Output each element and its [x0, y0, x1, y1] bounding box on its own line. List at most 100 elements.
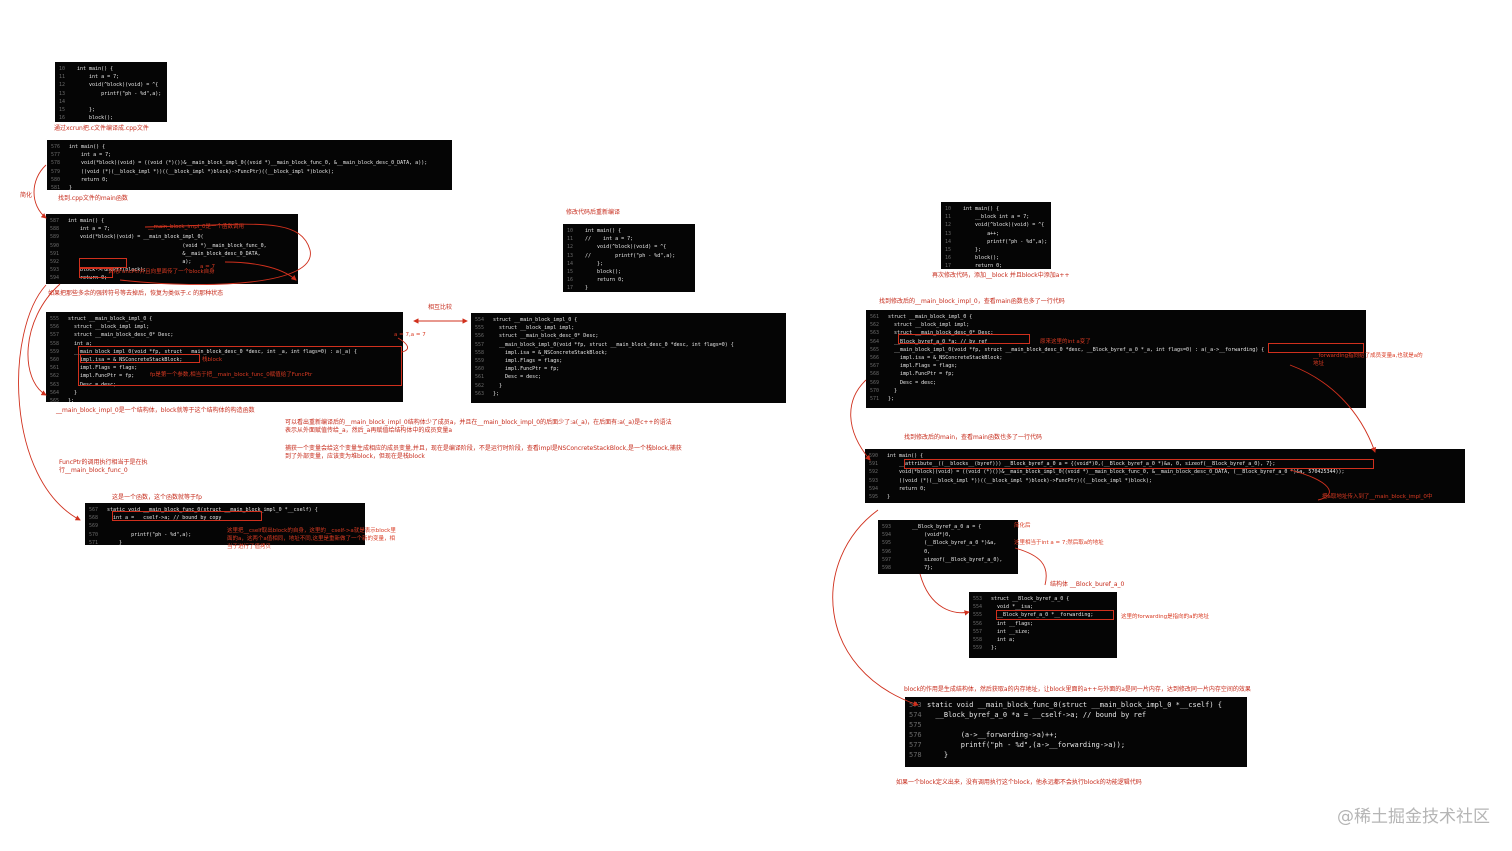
code-text: struct __block_impl impl; — [68, 324, 150, 331]
line-number: 17 — [567, 285, 574, 292]
code-line: 17} — [567, 284, 691, 292]
code-text: } — [107, 539, 123, 545]
code-line: 557 struct __main_block_desc_0* Desc; — [50, 331, 399, 339]
line-number: 563 — [50, 381, 60, 388]
annotation-int-a-changed: 原来这里的int a变了 — [1040, 339, 1091, 345]
code-text: void(^block)(void) = ^{ — [963, 222, 1045, 229]
line-number: 571 — [89, 539, 99, 545]
line-number: 13 — [945, 230, 952, 237]
caption-compare: 相互比较 — [428, 304, 453, 311]
line-number: 13 — [567, 252, 574, 259]
code-text: return 0; — [69, 176, 109, 183]
code-line: 557 __main_block_impl_0(void *fp, struct… — [475, 341, 782, 349]
code-line: 570 } — [870, 387, 1362, 395]
annotation-simplified: 简化后 — [1014, 523, 1031, 529]
line-number: 11 — [567, 236, 574, 243]
code-text: int main() { — [77, 66, 114, 72]
line-number: 560 — [475, 366, 485, 373]
caption-find-modified-impl: 找到修改后的__main_block_impl_0，查看main函数也多了一行代… — [879, 298, 1065, 305]
code-line: 571 } — [89, 539, 361, 545]
line-number: 556 — [973, 620, 983, 627]
line-number: 591 — [50, 250, 60, 257]
line-number: 557 — [50, 332, 60, 339]
code-text: 7}; — [900, 564, 934, 571]
line-number: 565 — [50, 397, 60, 402]
code-text: struct __main_block_desc_0* Desc; — [68, 332, 174, 339]
line-number: 595 — [50, 283, 68, 285]
line-number: 553 — [973, 596, 983, 602]
code-text: (void *)__main_block_func_0, — [68, 242, 267, 249]
line-number: 593 — [882, 524, 892, 530]
code-line: 564 } — [50, 389, 399, 397]
code-line: 568 impl.FuncPtr = fp; — [870, 370, 1362, 378]
line-number: 598 — [882, 564, 892, 571]
code-text: &__main_block_desc_0_DATA, — [68, 250, 261, 257]
caption-never-executes: 如果一个block定义出来，没有调用执行这个block，他永远都不会执行bloc… — [896, 779, 1142, 786]
code-text: printf("ph - %d",a); — [107, 531, 192, 538]
code-text: impl.Flags = flags; — [493, 357, 563, 364]
code-line: 593 ((void (*)(__block_impl *))((__block… — [869, 477, 1461, 485]
code-line: 591 &__main_block_desc_0_DATA, — [50, 250, 294, 258]
line-number: 556 — [50, 324, 60, 331]
code-text: } — [888, 387, 898, 394]
code-text: int __flags; — [991, 620, 1034, 627]
caption-find-modified-main: 找到修改后的main，查看main函数也多了一行代码 — [904, 434, 1042, 441]
line-number: 570 — [89, 531, 99, 538]
code-line: 556 struct __block_impl impl; — [50, 323, 399, 331]
line-number: 554 — [475, 317, 485, 323]
code-line: 565 __main_block_impl_0(void *fp, struct… — [870, 346, 1362, 354]
highlight-funcptr-call — [79, 258, 127, 268]
line-number: 594 — [50, 275, 60, 282]
line-number: 561 — [870, 314, 880, 320]
code-text: block(); — [963, 255, 1000, 262]
line-number: 577 — [51, 152, 61, 159]
code-text: return 0; — [887, 485, 927, 492]
line-number: 593 — [869, 477, 879, 484]
code-line: 593 block->FuncPtr(block); — [50, 266, 294, 274]
line-number: 14 — [945, 238, 952, 245]
code-text: int a = 7; — [77, 74, 120, 81]
code-text: __main_block_impl_0(void *fp, struct __m… — [493, 341, 734, 348]
line-number: 559 — [973, 645, 983, 652]
annotation-stack-block: 栈block — [202, 357, 223, 363]
line-number: 563 — [475, 390, 485, 397]
line-number: 597 — [882, 556, 892, 563]
line-number: 591 — [869, 461, 879, 468]
line-number: 567 — [89, 507, 99, 513]
code-line: 14 — [59, 98, 163, 106]
code-line: 594 return 0; — [50, 274, 294, 282]
code-line: 567 impl.Flags = flags; — [870, 362, 1362, 370]
code-text: void(*block)(void) = ((void (*)())&__mai… — [887, 469, 1345, 476]
code-line: 595} — [50, 283, 294, 285]
line-number: 564 — [870, 338, 880, 345]
line-number: 555 — [50, 316, 60, 322]
code-text: void(^block)(void) = ^{ — [77, 82, 159, 89]
code-line: 594 (void*)0, — [882, 531, 1014, 539]
line-number: 592 — [869, 469, 879, 476]
line-number: 581 — [51, 184, 61, 190]
line-number: 590 — [869, 453, 879, 459]
code-text: void(^block)(void) = ^{ — [585, 244, 667, 251]
code-text: impl.FuncPtr = fp; — [493, 366, 560, 373]
code-text: } — [68, 283, 71, 285]
code-line: 559}; — [973, 644, 1113, 652]
code-line: 11// int a = 7; — [567, 235, 691, 243]
line-number: 14 — [59, 98, 66, 105]
line-number: 578 — [51, 160, 61, 167]
code-line: 598 7}; — [882, 564, 1014, 572]
code-text: } — [887, 493, 891, 500]
line-number: 555 — [475, 325, 485, 332]
code-line: 591 __attribute__((__blocks__(byref))) _… — [869, 460, 1461, 468]
line-number: 15 — [59, 106, 66, 113]
code-line: 559 __main_block_impl_0(void *fp, struct… — [50, 348, 399, 356]
code-text: 0, — [900, 548, 931, 555]
